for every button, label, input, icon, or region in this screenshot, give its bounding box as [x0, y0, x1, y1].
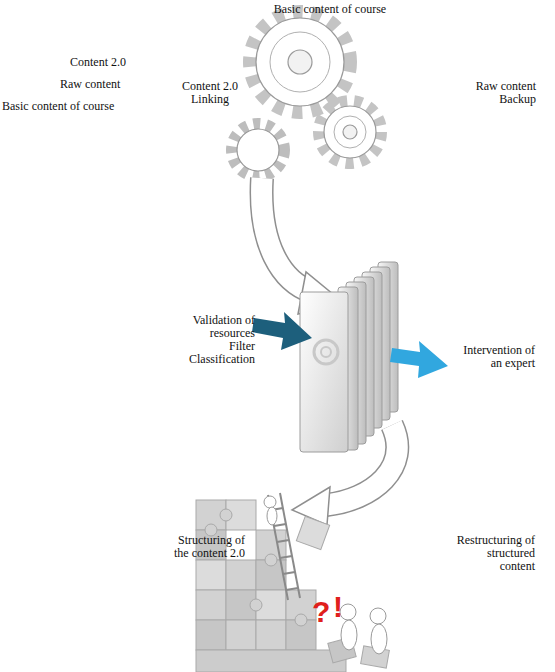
flow-arrow-part [326, 425, 397, 505]
annotation-label: Intervention of an expert [455, 344, 535, 370]
puzzle-illustration-part [226, 620, 256, 650]
gear-illustration-part [288, 50, 312, 74]
puzzle-illustration-part [196, 590, 226, 620]
puzzle-illustration [196, 500, 389, 672]
gear-illustration-part [250, 12, 350, 112]
ladder-part [274, 524, 286, 526]
flow-arrow-part [326, 425, 397, 505]
input-arrow [252, 312, 312, 350]
document-stack-part [300, 292, 348, 452]
ladder [268, 493, 300, 600]
question-mark: ? [312, 597, 332, 627]
puzzle-illustration-part [196, 650, 346, 672]
puzzle-illustration-part [296, 516, 329, 549]
output-arrow [390, 341, 448, 378]
annotation-label: Basic content of course [250, 3, 410, 16]
question-mark: ! [333, 592, 349, 622]
gear-illustration-part [270, 32, 330, 92]
puzzle-illustration-part [196, 560, 226, 590]
ladder-part [286, 588, 298, 590]
person-figure-part [371, 624, 387, 654]
document-stack-part [321, 347, 331, 357]
puzzle-illustration-part [226, 560, 256, 590]
flow-arrow [292, 425, 397, 525]
gear-illustration-part [324, 106, 376, 158]
gear-illustration-part [319, 101, 381, 163]
gear-illustration-part [256, 18, 344, 106]
person-figure-part [267, 507, 277, 525]
puzzle-illustration-part [295, 614, 307, 626]
ladder-part [277, 540, 289, 542]
flow-arrow-part [262, 178, 312, 292]
annotation-label: Content 2.0 Linking [180, 80, 240, 106]
ladder-part [268, 495, 288, 600]
ladder-part [283, 572, 295, 574]
annotation-label: Raw content Backup [470, 80, 536, 106]
annotation-label: Raw content [60, 78, 140, 91]
person-figure-part [370, 608, 386, 624]
puzzle-illustration-part [265, 554, 277, 566]
puzzle-illustration-part [196, 620, 226, 650]
annotation-label: Restructuring of structured content [451, 534, 535, 573]
ladder-part [280, 556, 292, 558]
gear-illustration-part [343, 125, 357, 139]
person-figure-part [341, 620, 357, 650]
flow-arrow-part [262, 178, 312, 292]
gear-illustration-part [232, 124, 284, 176]
puzzle-illustration-part [256, 620, 286, 650]
annotation-label: Validation of resources Filter Classific… [183, 314, 255, 366]
gear-illustration-part [334, 116, 366, 148]
gear-illustration-part [237, 129, 279, 171]
puzzle-illustration-part [250, 599, 262, 611]
annotation-label: Structuring of the content 2.0 [169, 534, 245, 560]
annotation-label: Basic content of course [2, 100, 162, 113]
document-stack-part [314, 340, 338, 364]
person-figure [264, 496, 387, 654]
document-stack [300, 262, 398, 452]
person-figure-part [264, 496, 276, 508]
puzzle-illustration-part [220, 509, 232, 521]
annotation-label: Content 2.0 [70, 56, 150, 69]
gear-illustration [232, 12, 381, 176]
